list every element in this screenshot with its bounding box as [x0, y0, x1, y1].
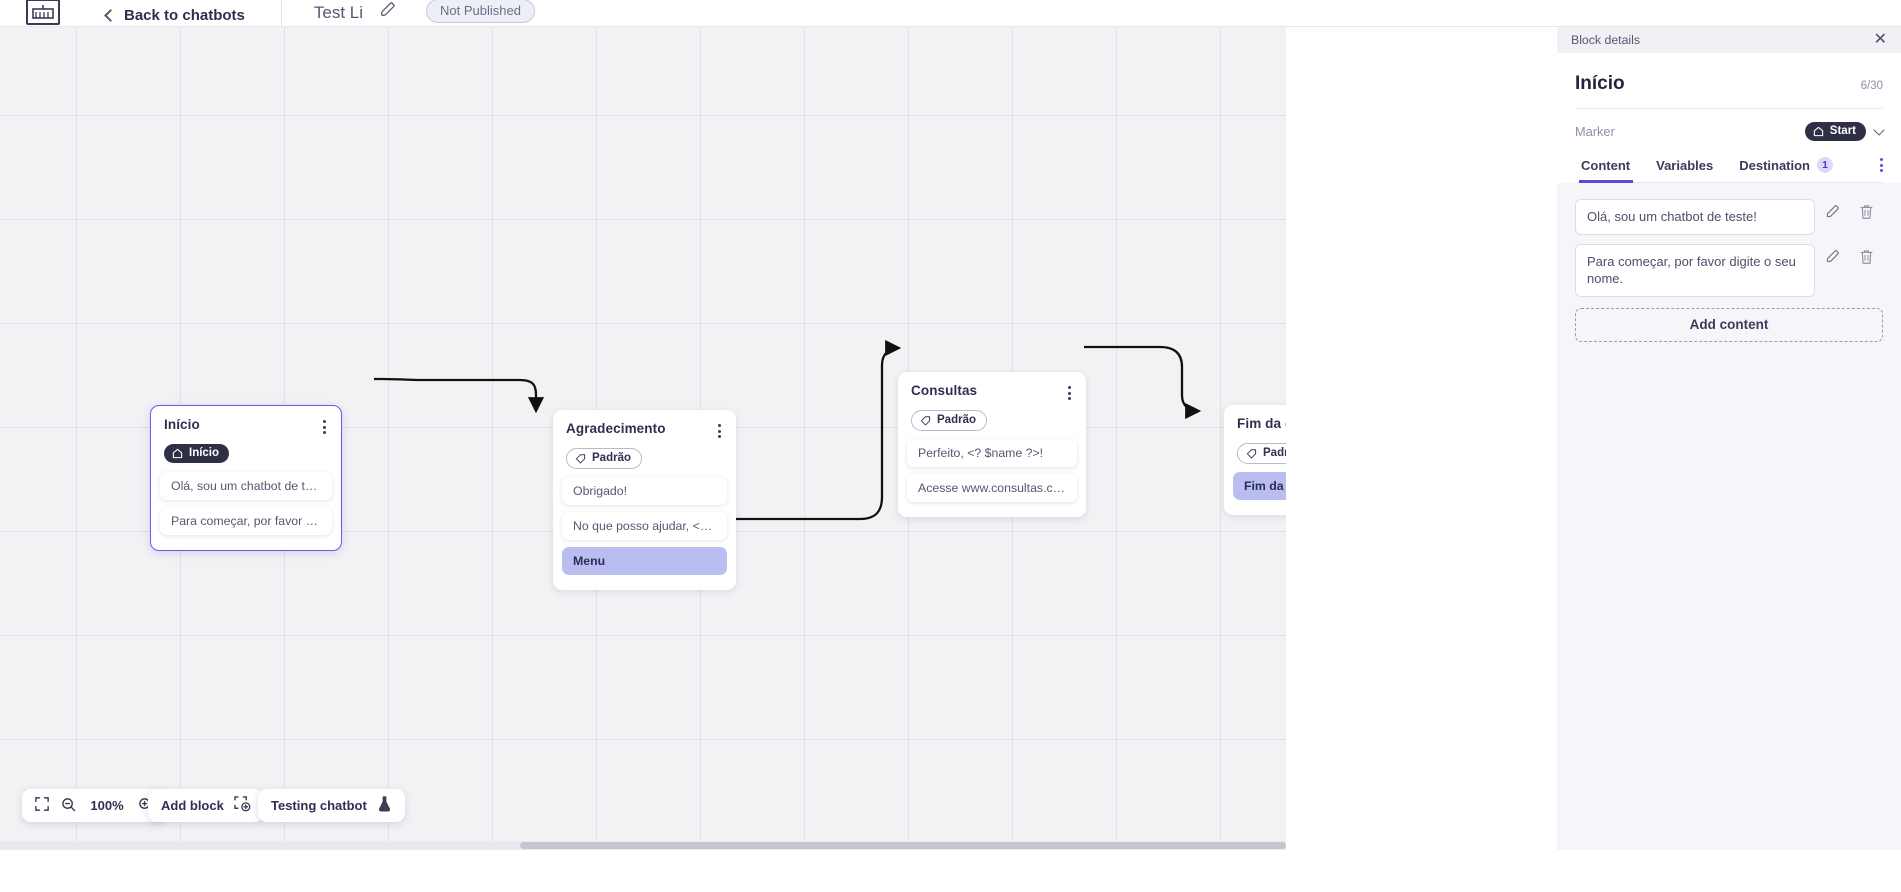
tab-destination[interactable]: Destination 1 — [1726, 157, 1846, 182]
edit-content-pencil-icon[interactable] — [1815, 199, 1849, 219]
node-message[interactable]: Perfeito, <? $name ?>! — [907, 439, 1077, 467]
content-list: Olá, sou um chatbot de teste! Para começ… — [1557, 183, 1901, 850]
node-header: Consultas — [898, 372, 1086, 403]
node-message[interactable]: Olá, sou um chatbot de teste! — [160, 471, 332, 500]
add-block-button[interactable]: Add block — [148, 789, 264, 822]
panel-subheader: Block details ✕ — [1557, 27, 1901, 53]
tab-variables-label: Variables — [1656, 157, 1714, 173]
status-badge: Not Published — [426, 0, 535, 23]
close-icon[interactable]: ✕ — [1873, 31, 1887, 48]
marker-value-label: Start — [1829, 125, 1856, 137]
node-title: Início — [164, 417, 200, 432]
node-badge-row: Padrão — [553, 441, 736, 477]
chevron-left-icon — [104, 8, 117, 22]
node-badge-label: Padrão — [592, 452, 631, 464]
flow-node-consultas[interactable]: Consultas Padrão Perfeito, <? $name ?>! … — [898, 372, 1086, 517]
tag-icon — [1246, 448, 1257, 458]
delete-content-trash-icon[interactable] — [1849, 199, 1883, 220]
flask-icon — [377, 796, 392, 815]
home-icon — [1813, 126, 1823, 136]
node-badge-row: Padrão — [898, 403, 1086, 439]
content-item-row: Para começar, por favor digite o seu nom… — [1575, 243, 1883, 297]
chevron-down-icon[interactable] — [1873, 123, 1885, 136]
top-bar: Back to chatbots Test Li Not Published — [0, 0, 1901, 27]
back-to-chatbots-label: Back to chatbots — [124, 7, 245, 24]
node-badge-padrao: Padrão — [911, 410, 987, 431]
flow-node-fim-da-conversa[interactable]: Fim da conversa Padrão Fim da conversa — [1224, 405, 1286, 515]
flow-canvas[interactable]: Início Início Olá, sou um chatbot de tes… — [0, 27, 1286, 850]
fit-view-icon[interactable] — [35, 797, 49, 814]
toolbar-divider — [280, 0, 282, 26]
node-header: Agradecimento — [553, 410, 736, 441]
content-item-row: Olá, sou um chatbot de teste! — [1575, 199, 1883, 235]
marker-value-badge[interactable]: Start — [1804, 122, 1866, 141]
node-badge-row: Início — [151, 437, 341, 472]
node-message[interactable]: Obrigado! — [562, 477, 727, 505]
node-menu-kebab-icon[interactable] — [714, 421, 725, 441]
add-content-button[interactable]: Add content — [1575, 307, 1883, 342]
edit-name-pencil-icon[interactable] — [379, 1, 396, 23]
testing-chatbot-button[interactable]: Testing chatbot — [258, 789, 405, 822]
tag-icon — [920, 415, 931, 425]
node-menu-kebab-icon[interactable] — [319, 417, 330, 437]
tab-destination-label: Destination — [1739, 157, 1811, 173]
node-message[interactable]: No que posso ajudar, <? $name ... — [562, 512, 727, 540]
edit-content-pencil-icon[interactable] — [1815, 244, 1849, 264]
flow-node-inicio[interactable]: Início Início Olá, sou um chatbot de tes… — [150, 405, 342, 551]
zoom-out-icon[interactable] — [61, 797, 76, 815]
destination-count-badge: 1 — [1817, 157, 1834, 173]
node-badge-row: Padrão — [1224, 436, 1286, 472]
node-message[interactable]: Para começar, por favor digite o ... — [160, 506, 332, 535]
tab-content-label: Content — [1581, 157, 1631, 173]
marker-control[interactable]: Start — [1804, 122, 1885, 141]
content-tabs-kebab-icon[interactable] — [1880, 158, 1883, 181]
home-icon — [172, 448, 183, 458]
block-details-panel: General information Builder Channels Blo… — [1557, 0, 1901, 850]
tab-content[interactable]: Content — [1575, 157, 1643, 183]
add-block-icon — [234, 796, 251, 815]
delete-content-trash-icon[interactable] — [1849, 244, 1883, 265]
node-message[interactable]: Acesse www.consultas.com par... — [907, 474, 1077, 502]
node-title: Fim da conversa — [1237, 416, 1286, 431]
node-message-selected[interactable]: Fim da conversa — [1233, 472, 1286, 500]
content-tabs: Content Variables Destination 1 — [1575, 157, 1883, 183]
node-header: Início — [151, 406, 341, 437]
node-badge-label: Padrão — [1263, 447, 1286, 459]
marker-label: Marker — [1575, 124, 1615, 139]
panel-subheader-label: Block details — [1571, 33, 1641, 47]
node-menu-kebab-icon[interactable] — [1064, 383, 1075, 403]
page-title: Início — [1575, 73, 1625, 94]
add-block-label: Add block — [161, 798, 224, 813]
testing-chatbot-label: Testing chatbot — [271, 798, 367, 813]
node-message-selected[interactable]: Menu — [562, 547, 727, 575]
content-text-field[interactable]: Olá, sou um chatbot de teste! — [1575, 199, 1815, 235]
node-badge-start: Início — [164, 444, 230, 463]
tab-variables[interactable]: Variables — [1643, 158, 1726, 182]
scrollbar-thumb[interactable] — [520, 842, 1286, 849]
block-title-row: Início 6/30 — [1575, 53, 1883, 109]
content-text-field[interactable]: Para começar, por favor digite o seu nom… — [1575, 243, 1815, 297]
zoom-controls[interactable]: 100% — [22, 789, 166, 822]
flow-node-agradecimento[interactable]: Agradecimento Padrão Obrigado! No que po… — [553, 410, 736, 590]
canvas-horizontal-scrollbar[interactable] — [0, 841, 1286, 850]
node-badge-label: Padrão — [937, 414, 976, 426]
node-badge-padrao: Padrão — [1237, 443, 1286, 464]
bot-name: Test Li — [313, 3, 363, 22]
app-logo-icon — [26, 0, 60, 25]
zoom-level-label: 100% — [90, 798, 124, 813]
node-badge-padrao: Padrão — [566, 448, 642, 469]
tag-icon — [575, 453, 586, 463]
panel-body: Início 6/30 Marker Start Content Variabl… — [1557, 53, 1901, 850]
node-badge-label: Início — [189, 447, 220, 459]
node-title: Consultas — [911, 383, 978, 398]
back-to-chatbots-link[interactable]: Back to chatbots — [104, 7, 245, 24]
node-header: Fim da conversa — [1224, 405, 1286, 436]
char-counter: 6/30 — [1860, 80, 1883, 92]
marker-row: Marker Start — [1575, 109, 1885, 141]
node-title: Agradecimento — [566, 421, 666, 436]
